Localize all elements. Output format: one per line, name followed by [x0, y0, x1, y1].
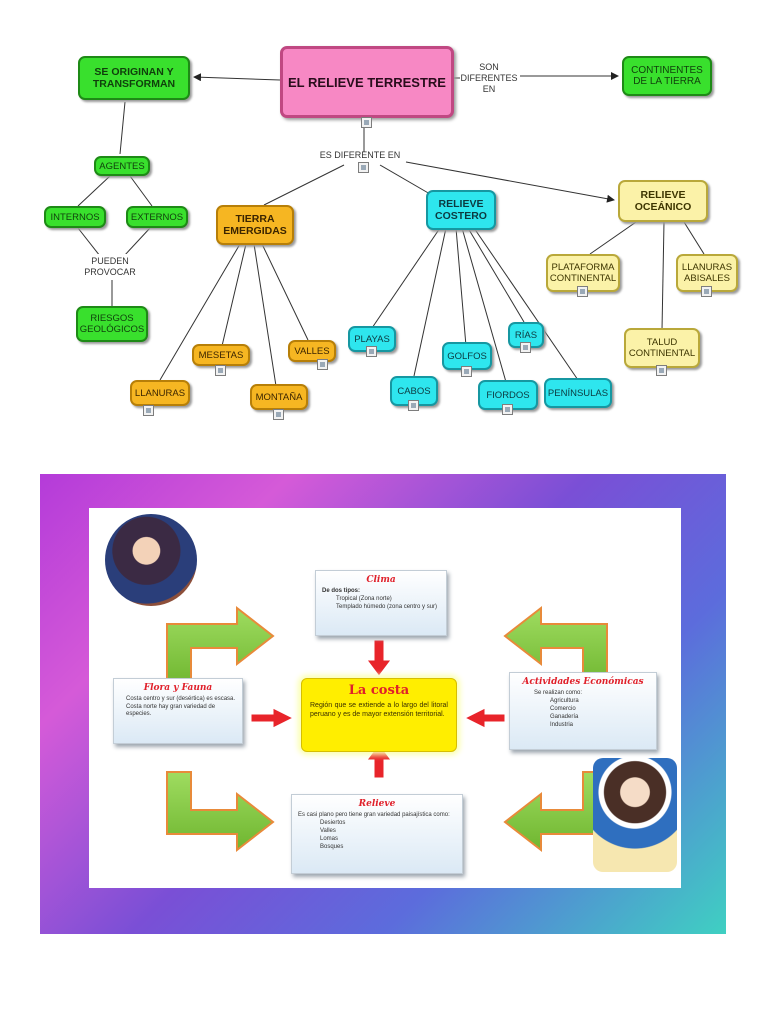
- slide-card: Clima De dos tipos: Tropical (Zona norte…: [89, 508, 681, 888]
- node-montana[interactable]: MONTAÑA: [250, 384, 308, 420]
- flora-fauna-title: Flora y Fauna: [143, 683, 213, 693]
- node-internos-label: INTERNOS: [50, 211, 100, 223]
- link-label-son-diferentes-text: SON DIFERENTES EN: [460, 61, 518, 94]
- actividades-title: Actividades Económicas: [522, 677, 644, 687]
- link-label-es-diferente-text: ES DIFERENTE EN: [319, 149, 401, 160]
- node-fiordos[interactable]: FIORDOS: [478, 380, 538, 415]
- node-plataforma-label: PLATAFORMA CONTINENTAL: [549, 262, 617, 284]
- relieve-item: Valles: [320, 828, 336, 834]
- image-attachment-icon[interactable]: [461, 366, 472, 377]
- slide-background: Clima De dos tipos: Tropical (Zona norte…: [40, 474, 726, 934]
- actividades-item: Ganadería: [550, 714, 579, 720]
- image-attachment-icon[interactable]: [577, 286, 588, 297]
- relieve-item: Lomas: [320, 836, 339, 842]
- root-node[interactable]: EL RELIEVE TERRESTRE: [280, 46, 454, 128]
- la-costa-title: La costa: [348, 683, 410, 698]
- node-costero-label: RELIEVE COSTERO: [435, 198, 487, 222]
- actividades-item: Comercio: [550, 706, 576, 712]
- node-continentes[interactable]: CONTINENTES DE LA TIERRA: [622, 56, 712, 96]
- relieve-title: Relieve: [358, 799, 396, 809]
- link-label-pueden: PUEDEN PROVOCAR: [80, 254, 140, 280]
- la-costa-text: Región que se extiende a lo largo del li…: [310, 702, 448, 718]
- node-golfos[interactable]: GOLFOS: [442, 342, 492, 377]
- actividades-box: Actividades Económicas Se realizan como:…: [509, 672, 657, 750]
- link-label-es-diferente: ES DIFERENTE EN: [310, 148, 410, 162]
- node-rias[interactable]: RÍAS: [508, 322, 544, 353]
- image-attachment-icon[interactable]: [520, 342, 531, 353]
- image-attachment-icon[interactable]: [361, 117, 372, 128]
- node-externos[interactable]: EXTERNOS: [126, 206, 188, 228]
- node-talud[interactable]: TALUD CONTINENTAL: [624, 328, 700, 376]
- clima-intro: De dos tipos:: [322, 588, 361, 594]
- node-riesgos-label: RIESGOS GEOLÓGICOS: [79, 313, 145, 335]
- image-attachment-icon[interactable]: [656, 365, 667, 376]
- relieve-item: Desiertos: [320, 820, 346, 826]
- link-label-son-diferentes: SON DIFERENTES EN: [456, 61, 522, 94]
- clima-item: Tropical (Zona norte): [336, 596, 392, 602]
- slide-arrows: [166, 605, 608, 853]
- node-externos-label: EXTERNOS: [130, 211, 184, 223]
- node-agentes[interactable]: AGENTES: [94, 156, 150, 176]
- clima-box: Clima De dos tipos: Tropical (Zona norte…: [315, 570, 447, 636]
- node-mesetas-label: MESETAS: [198, 349, 244, 361]
- image-attachment-icon[interactable]: [273, 409, 284, 420]
- node-fiordos-label: FIORDOS: [486, 389, 530, 401]
- image-attachment-icon[interactable]: [358, 162, 369, 173]
- actividades-item: Industria: [550, 722, 574, 728]
- node-mesetas[interactable]: MESETAS: [192, 344, 250, 376]
- node-llanuras-abisales[interactable]: LLANURAS ABISALES: [676, 254, 738, 297]
- node-rias-label: RÍAS: [514, 329, 538, 341]
- node-cabos[interactable]: CABOS: [390, 376, 438, 411]
- flora-fauna-box: Flora y Fauna Costa centro y sur (desért…: [113, 678, 243, 744]
- relieve-intro: Es casi plano pero tiene gran variedad p…: [298, 812, 450, 818]
- node-montana-label: MONTAÑA: [255, 391, 303, 403]
- relieve-box: Relieve Es casi plano pero tiene gran va…: [291, 794, 463, 874]
- node-peninsulas-label: PENÍNSULAS: [547, 387, 609, 399]
- node-se-originan[interactable]: SE ORIGINAN Y TRANSFORMAN: [78, 56, 190, 100]
- image-attachment-icon[interactable]: [502, 404, 513, 415]
- node-valles-label: VALLES: [294, 345, 330, 357]
- clima-title: Clima: [366, 575, 396, 585]
- node-tierra-emergidas[interactable]: TIERRA EMERGIDAS: [216, 205, 294, 245]
- node-golfos-label: GOLFOS: [447, 350, 487, 362]
- node-llanuras[interactable]: LLANURAS: [130, 380, 190, 416]
- actividades-intro: Se realizan como:: [534, 690, 583, 696]
- la-costa-center-box: La costa Región que se extiende a lo lar…: [301, 678, 457, 752]
- image-attachment-icon[interactable]: [408, 400, 419, 411]
- node-riesgos[interactable]: RIESGOS GEOLÓGICOS: [76, 306, 148, 342]
- root-node-label: EL RELIEVE TERRESTRE: [288, 74, 446, 90]
- image-attachment-icon[interactable]: [215, 365, 226, 376]
- student-girl-image: [593, 758, 677, 872]
- node-tierra-label: TIERRA EMERGIDAS: [223, 213, 287, 237]
- link-label-pueden-text: PUEDEN PROVOCAR: [84, 256, 136, 277]
- node-playas[interactable]: PLAYAS: [348, 326, 396, 357]
- node-valles[interactable]: VALLES: [288, 340, 336, 370]
- node-oceanico-label: RELIEVE OCEÁNICO: [634, 189, 692, 213]
- image-attachment-icon[interactable]: [366, 346, 377, 357]
- image-attachment-icon[interactable]: [317, 359, 329, 370]
- node-relieve-costero[interactable]: RELIEVE COSTERO: [426, 190, 496, 230]
- node-peninsulas[interactable]: PENÍNSULAS: [544, 378, 612, 408]
- clima-item: Templado húmedo (zona centro y sur): [336, 604, 438, 610]
- relieve-item: Bosques: [320, 844, 344, 850]
- node-llanuras-abisales-label: LLANURAS ABISALES: [681, 262, 733, 284]
- node-cabos-label: CABOS: [397, 385, 431, 397]
- node-plataforma[interactable]: PLATAFORMA CONTINENTAL: [546, 254, 620, 297]
- flora-item: Costa centro y sur (desértica) es escasa…: [126, 696, 236, 702]
- concept-map-connectors: [77, 72, 705, 387]
- detective-avatar-image: [105, 514, 197, 606]
- node-continentes-label: CONTINENTES DE LA TIERRA: [631, 65, 703, 87]
- node-internos[interactable]: INTERNOS: [44, 206, 106, 228]
- node-agentes-label: AGENTES: [99, 160, 145, 172]
- node-playas-label: PLAYAS: [354, 333, 390, 345]
- image-attachment-icon[interactable]: [142, 405, 154, 416]
- actividades-item: Agricultura: [550, 698, 579, 704]
- node-llanuras-label: LLANURAS: [134, 387, 186, 399]
- image-attachment-icon[interactable]: [701, 286, 712, 297]
- node-relieve-oceanico[interactable]: RELIEVE OCEÁNICO: [618, 180, 708, 222]
- flora-item: Costa norte hay gran variedad de especie…: [126, 704, 216, 717]
- node-se-originan-label: SE ORIGINAN Y TRANSFORMAN: [92, 66, 176, 90]
- node-talud-label: TALUD CONTINENTAL: [628, 337, 696, 359]
